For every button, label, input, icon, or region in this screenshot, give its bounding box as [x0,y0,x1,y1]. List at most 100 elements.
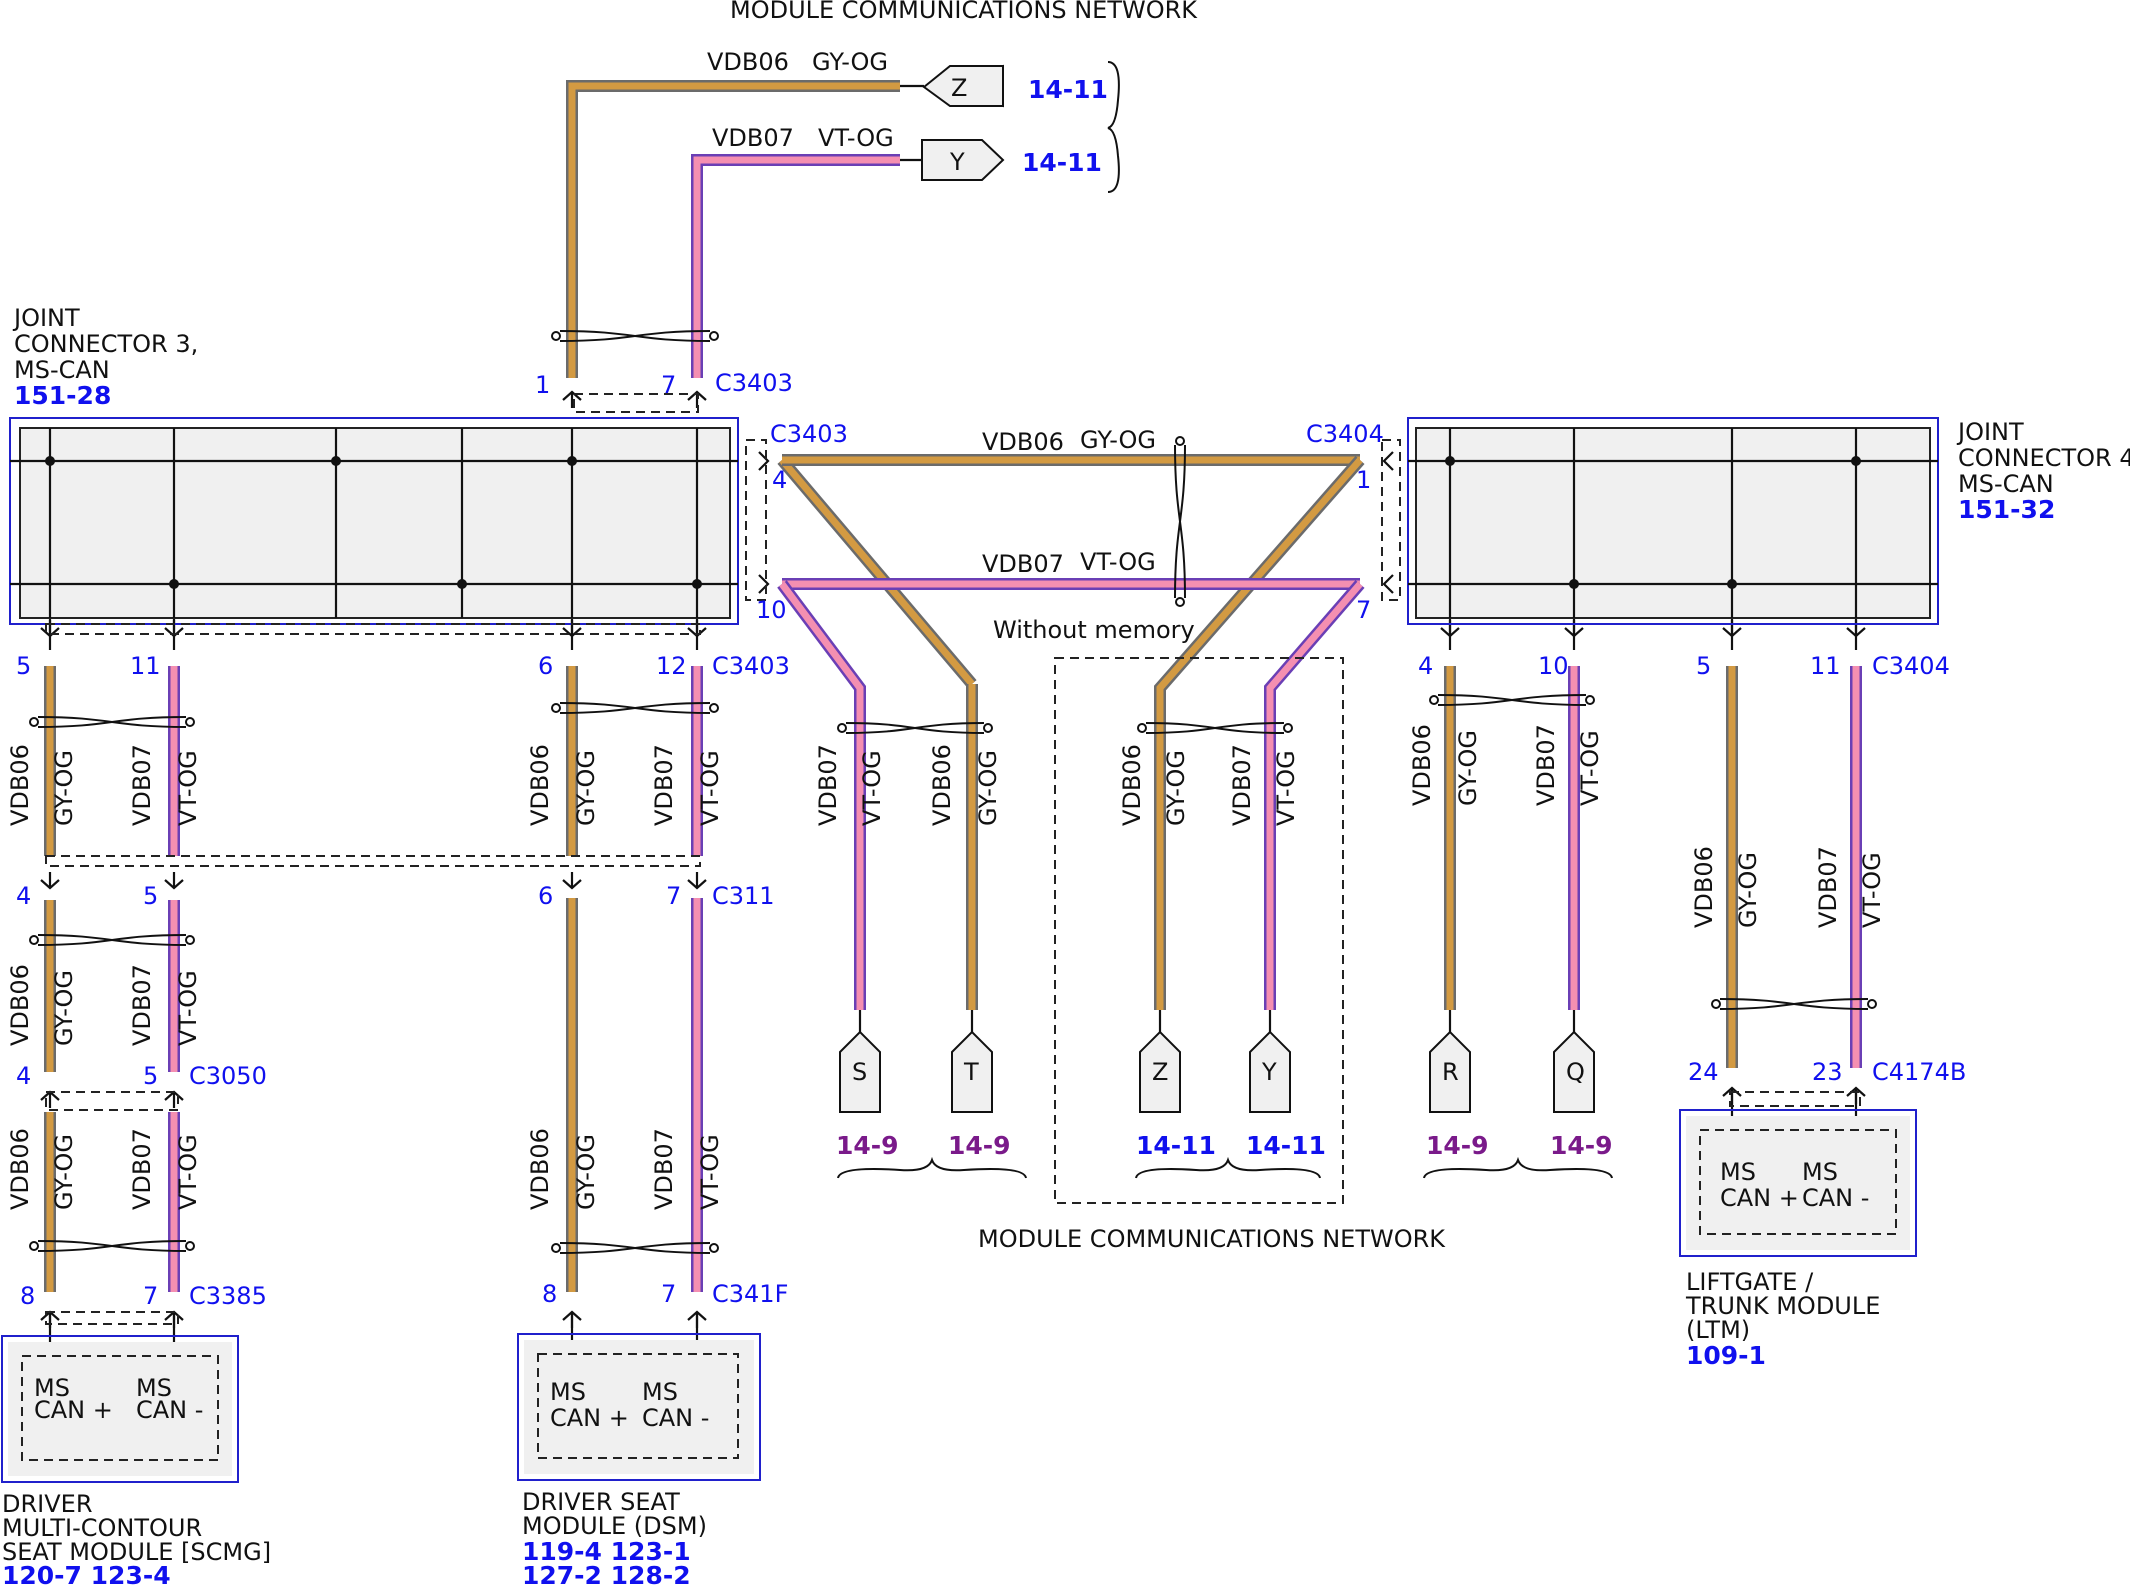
svg-text:R: R [1442,1058,1459,1086]
mid-wire1-name: VDB06 [982,428,1064,456]
connector-c311[interactable]: C311 [712,882,775,910]
joint3-label-line3: MS-CAN [14,356,110,384]
pin-j3r-10: 10 [756,596,787,624]
pin-top-7: 7 [661,371,676,399]
vlabel-2-d: VT-OG [174,1134,202,1210]
vlabel-6-d: VT-OG [1272,750,1300,826]
connector-c4174b[interactable]: C4174B [1872,1058,1966,1086]
vlabel-5-a: VDB07 [814,744,842,826]
bottom-flag-q[interactable]: Q [1553,1010,1595,1113]
arrow-c3403-10 [758,574,770,594]
joint-connector-3[interactable] [9,417,739,625]
twist-rq [1429,694,1595,706]
vlabel-0-b: GY-OG [50,750,78,826]
connector-c341f[interactable]: C341F [712,1280,788,1308]
twist-dsm-1 [551,702,719,714]
connector-c3403-top[interactable]: C3403 [715,369,793,397]
bottom-flag-z[interactable]: Z [1139,1010,1181,1113]
bottom-flag-z-ref[interactable]: 14-11 [1136,1131,1216,1160]
connector-c3385[interactable]: C3385 [189,1282,267,1310]
joint-connector-4[interactable] [1407,417,1939,625]
brace-zy [1135,1156,1321,1179]
top-flag-y[interactable]: Y [921,139,1005,181]
top-brace [1107,61,1120,193]
dash-5 [745,439,767,601]
arrow-c3404-7 [1382,574,1394,594]
dsm-refs-1[interactable]: 119-4 123-1 [522,1537,691,1566]
wire-z-gy [1154,456,1365,1010]
top-flag-y-ref[interactable]: 14-11 [1022,148,1102,177]
twist-mid [1174,436,1186,607]
vlabel-0-c: VDB07 [128,744,156,826]
connector-c3050[interactable]: C3050 [189,1062,267,1090]
pin-arrow-left-vt-1 [164,872,184,890]
svg-text:S: S [852,1058,867,1086]
j3-internal-dot-3 [457,579,467,589]
top-wire1-name: VDB06 [707,48,789,76]
pin-j3-5: 5 [16,652,31,680]
j3-internal-dot-5 [692,579,702,589]
top-flag-z[interactable]: Z [922,64,1004,108]
scmg-pin2-ms: MS [136,1374,172,1402]
arrow-c3403-4 [758,451,770,471]
vlabel-4-d: VT-OG [696,1134,724,1210]
dash-7 [1729,1091,1861,1107]
mid-wire1-color: GY-OG [1080,426,1156,454]
joint3-ref[interactable]: 151-28 [14,381,111,410]
network-title-bottom: MODULE COMMUNICATIONS NETWORK [978,1225,1446,1253]
twist-left-3 [29,1240,195,1252]
svg-text:Q: Q [1566,1058,1585,1086]
connector-c3403-bottom[interactable]: C3403 [712,652,790,680]
bottom-flag-q-ref[interactable]: 14-9 [1550,1131,1613,1160]
dsm-refs-2[interactable]: 127-2 128-2 [522,1561,691,1588]
dsm-pin1-ms: MS [550,1378,586,1406]
j4-internal-dot-0 [1445,456,1455,466]
bottom-flag-t[interactable]: T [951,1010,993,1113]
pin-ltm-24: 24 [1688,1058,1719,1086]
vlabel-7-d: VT-OG [1576,730,1604,806]
module-dsm[interactable]: MS CAN + MS CAN - [517,1333,761,1481]
connector-c3404-bottom[interactable]: C3404 [1872,652,1950,680]
vlabel-1-d: VT-OG [174,970,202,1046]
vlabel-3-b: GY-OG [572,750,600,826]
svg-text:T: T [963,1058,979,1086]
module-ltm[interactable]: MS CAN + MS CAN - [1679,1109,1917,1257]
joint4-ref[interactable]: 151-32 [1958,495,2055,524]
pin-l2-7: 7 [666,882,681,910]
connector-c3404-mid[interactable]: C3404 [1306,420,1384,448]
scmg-refs[interactable]: 120-7 123-4 [2,1561,171,1588]
arrow-c3404-1 [1382,451,1394,471]
bottom-flag-s-ref[interactable]: 14-9 [836,1131,899,1160]
bottom-flag-r[interactable]: R [1429,1010,1471,1113]
bottom-flag-s[interactable]: S [839,1010,881,1113]
pin-l4-8: 8 [20,1282,35,1310]
pin-top-1: 1 [535,371,550,399]
vlabel-8-a: VDB06 [1690,846,1718,928]
pin-arrow-top-1 [562,390,582,408]
pin-j4l-7: 7 [1356,596,1371,624]
vlabel-2-c: VDB07 [128,1128,156,1210]
scmg-pin1-can: CAN + [34,1396,113,1424]
bottom-flag-y[interactable]: Y [1249,1010,1291,1113]
dash-3 [45,1091,179,1111]
mid-wire2-name: VDB07 [982,550,1064,578]
bottom-flag-y-ref[interactable]: 14-11 [1246,1131,1326,1160]
twist-st [837,722,993,734]
dash-6 [1381,439,1401,601]
pin-j4-4: 4 [1418,652,1433,680]
bottom-flag-r-ref[interactable]: 14-9 [1426,1131,1489,1160]
pin-l3-5: 5 [143,1062,158,1090]
connector-c3403-mid[interactable]: C3403 [770,420,848,448]
pin-arrow-left-gy-c3050 [40,1090,60,1108]
module-scmg[interactable]: MS CAN + MS CAN - [1,1335,239,1483]
pin-l2-6: 6 [538,882,553,910]
top-flag-z-ref[interactable]: 14-11 [1028,75,1108,104]
bottom-flag-t-ref[interactable]: 14-9 [948,1131,1011,1160]
ltm-label-line3: (LTM) [1686,1316,1750,1344]
vlabel-0-d: VT-OG [174,750,202,826]
ltm-ref[interactable]: 109-1 [1686,1341,1766,1370]
vlabel-7-b: GY-OG [1454,730,1482,806]
j3-internal-dot-0 [45,456,55,466]
wire-y-vt [1264,580,1365,1010]
pin-arrow-dsm-gy-2 [562,872,582,890]
